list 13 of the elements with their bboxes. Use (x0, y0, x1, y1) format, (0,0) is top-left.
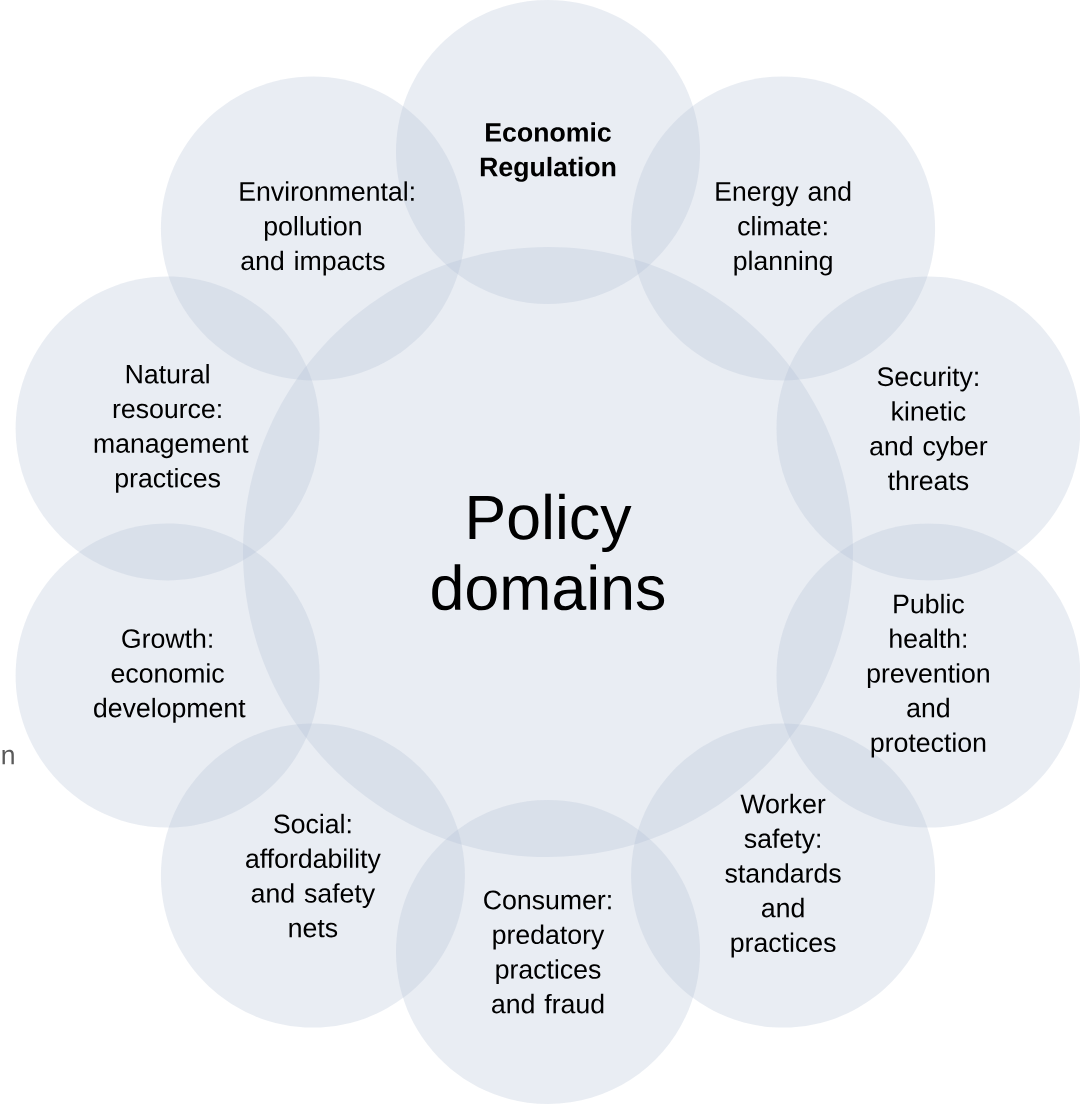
domain-label: Environmental: pollution and impacts (240, 181, 414, 276)
domain-label: Natural resource: management practices (94, 364, 249, 493)
domain-label: Economic Regulation (480, 122, 616, 182)
domain-label: Energy and climate: planning (716, 181, 851, 276)
domain-label: Worker safety: standards and practices (725, 793, 841, 958)
domain-circle (15, 276, 320, 581)
domain-label: Consumer: predatory practices and fraud (484, 890, 611, 1014)
domain-label: Growth: economic development (94, 628, 246, 723)
domain-label: Public health: prevention and protection (867, 593, 989, 758)
domain-circle (160, 723, 465, 1028)
domain-label: Security: kinetic and cyber threats (870, 366, 988, 491)
domain-label: Social: affordability and safety nets (246, 813, 381, 938)
center-title: Policy domains (432, 493, 665, 611)
